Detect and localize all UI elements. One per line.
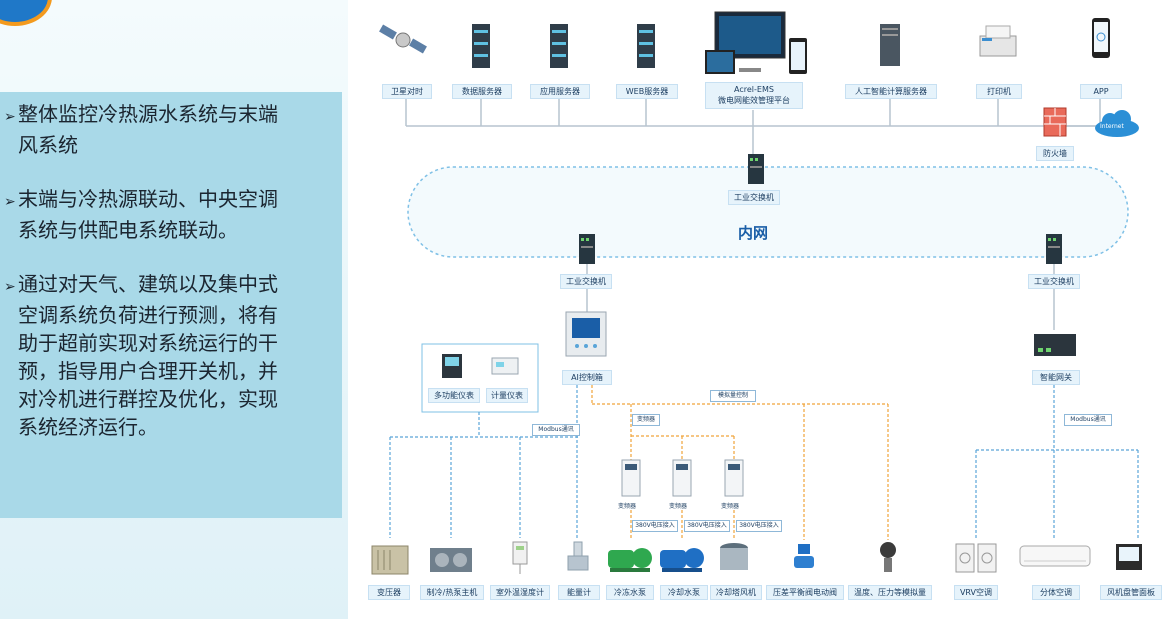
phone-icon [1092, 18, 1110, 58]
thermostat-panel-icon [1116, 544, 1142, 570]
label-modbus-left: Modbus通讯 [532, 424, 580, 436]
label-transformer: 变压器 [368, 585, 410, 600]
gateway-icon [1034, 334, 1076, 356]
monitor-icon [705, 11, 807, 74]
description-card: ➢整体监控冷热源水系统与末端 风系统 ➢末端与冷热源联动、中央空调 系统与供配电… [0, 92, 342, 518]
arrow-bullet-icon: ➢ [4, 279, 16, 295]
label-modbus-right: Modbus通讯 [1064, 414, 1112, 426]
label-vfd-1: 变频器 [618, 503, 637, 510]
label-switch-left: 工业交换机 [560, 274, 612, 289]
bullet-3: ➢通过对天气、建筑以及集中式 空调系统负荷进行预测，将有 助于超前实现对系统运行… [4, 272, 278, 439]
label-cooling-tower-fan: 冷却塔风机 [710, 585, 762, 600]
label-switch-top: 工业交换机 [728, 190, 780, 205]
label-vfd-2: 变频器 [669, 503, 688, 510]
valve-icon [794, 544, 814, 568]
server-icon [550, 24, 568, 68]
label-analog-control: 模拟量控制 [710, 390, 756, 402]
intranet-label: 内网 [738, 224, 769, 242]
cabinet-icon [565, 311, 607, 357]
left-panel: ➢整体监控冷热源水系统与末端 风系统 ➢末端与冷热源联动、中央空调 系统与供配电… [0, 0, 348, 619]
switch-icon [748, 154, 764, 184]
vfd-icon [621, 459, 641, 497]
switch-icon [1046, 234, 1062, 264]
label-split-ac: 分体空调 [1032, 585, 1080, 600]
bullet-2: ➢末端与冷热源联动、中央空调 系统与供配电系统联动。 [4, 187, 278, 242]
label-db-server: 数据服务器 [452, 84, 512, 99]
label-app-server: 应用服务器 [530, 84, 590, 99]
meter-icon [491, 357, 519, 375]
label-gateway: 智能网关 [1032, 370, 1080, 385]
label-380v-3: 380V电压接入 [736, 520, 782, 532]
label-satellite: 卫星对时 [382, 84, 432, 99]
label-fan-coil-panel: 风机盘管面板 [1100, 585, 1162, 600]
vrv-ac-icon [955, 543, 997, 573]
label-internet: Internet [1100, 123, 1124, 130]
label-380v-2: 380V电压接入 [684, 520, 730, 532]
switch-icon [579, 234, 595, 264]
label-printer: 打印机 [976, 84, 1022, 99]
label-ai-cabinet: AI控制箱 [562, 370, 612, 385]
label-chilled-water-pump: 冷冻水泵 [606, 585, 654, 600]
label-analog-quantities: 温度、压力等模拟量 [848, 585, 932, 600]
arrow-bullet-icon: ➢ [4, 194, 16, 210]
label-energy-meter: 能量计 [558, 585, 600, 600]
pump-icon [608, 548, 652, 572]
label-multi-meter: 多功能仪表 [428, 388, 480, 403]
transformer-icon [371, 545, 409, 575]
cooling-tower-icon [720, 543, 748, 570]
server-icon [637, 24, 655, 68]
label-platform: Acrel-EMS 微电网能效管理平台 [705, 82, 803, 109]
label-switch-right: 工业交换机 [1028, 274, 1080, 289]
pressure-sensor-icon [880, 542, 896, 572]
label-metering-meter: 计量仪表 [486, 388, 528, 403]
label-outdoor-thermometer: 室外温湿度计 [490, 585, 550, 600]
vfd-icon [724, 459, 744, 497]
label-ai-server: 人工智能计算服务器 [845, 84, 937, 99]
label-vfd-top: 变频器 [632, 414, 660, 426]
split-ac-icon [1019, 545, 1091, 567]
bullet-1: ➢整体监控冷热源水系统与末端 风系统 [4, 102, 278, 157]
label-380v-1: 380V电压接入 [632, 520, 678, 532]
pump-icon [660, 548, 704, 572]
server-icon [880, 24, 900, 66]
satellite-icon [379, 24, 427, 54]
server-icon [472, 24, 490, 68]
label-pressure-valve: 压差平衡阀电动阀 [766, 585, 844, 600]
system-diagram: 卫星对时 数据服务器 应用服务器 WEB服务器 Acrel-EMS 微电网能效管… [348, 0, 1172, 619]
label-firewall: 防火墙 [1036, 146, 1074, 161]
arrow-bullet-icon: ➢ [4, 109, 16, 125]
label-chiller: 制冷/热泵主机 [420, 585, 484, 600]
label-app: APP [1080, 84, 1122, 99]
printer-icon [979, 25, 1017, 57]
label-vrv-ac: VRV空调 [954, 585, 998, 600]
vfd-icon [672, 459, 692, 497]
thermometer-icon [512, 541, 528, 574]
label-cooling-water-pump: 冷却水泵 [660, 585, 708, 600]
corner-badge-icon [0, 0, 52, 26]
label-vfd-3: 变频器 [721, 503, 740, 510]
meter-icon [442, 354, 462, 378]
label-web-server: WEB服务器 [616, 84, 678, 99]
cloud-icon [1095, 110, 1139, 137]
chiller-icon [430, 548, 472, 572]
energy-meter-icon [567, 541, 589, 571]
firewall-icon [1043, 107, 1067, 137]
